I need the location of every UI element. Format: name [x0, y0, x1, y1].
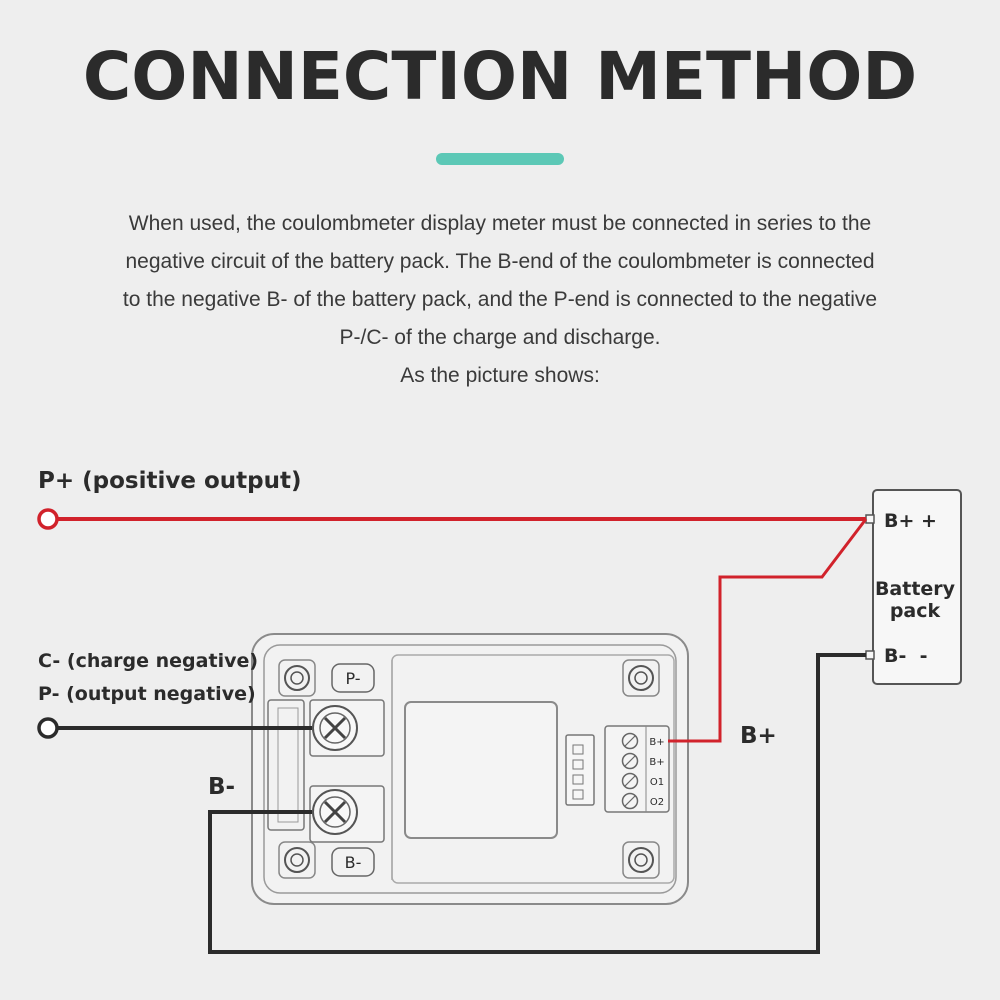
jst-connector: [565, 734, 595, 806]
description-line: to the negative B- of the battery pack, …: [122, 288, 878, 311]
p-plus-label: P+ (positive output): [38, 468, 301, 494]
description: When used, the coulombmeter display mete…: [60, 205, 940, 395]
p-terminal-screw-icon: [309, 699, 385, 757]
meter-b-terminal-label: B-: [345, 853, 362, 872]
title-accent-bar: [436, 153, 564, 165]
pin-label: B+: [649, 737, 664, 748]
c-minus-label: C- (charge negative): [38, 650, 258, 672]
mounting-screw-icon: [278, 841, 316, 879]
battery-bottom-terminal-label: B- -: [884, 645, 927, 667]
battery-name-line2: pack: [890, 600, 941, 622]
pin-label: O1: [650, 777, 664, 788]
pin-label: B+: [649, 757, 664, 768]
pin-label: O2: [650, 797, 664, 808]
b-terminal-screw-icon: [309, 785, 385, 843]
terminal-block: B+ B+ O1 O2: [604, 725, 670, 813]
positive-wire: [58, 517, 868, 743]
meter-b-terminal-tag: B-: [331, 847, 375, 877]
mounting-screw-icon: [622, 841, 660, 879]
p-minus-label: P- (output negative): [38, 683, 256, 705]
meter-p-terminal-tag: P-: [331, 663, 375, 693]
mounting-screw-icon: [278, 659, 316, 697]
description-line: As the picture shows:: [400, 364, 600, 387]
page-title: CONNECTION METHOD: [82, 38, 918, 115]
p-plus-terminal-icon: [37, 508, 59, 530]
battery-top-terminal-label: B+ +: [884, 510, 937, 532]
description-line: When used, the coulombmeter display mete…: [128, 212, 872, 235]
p-minus-terminal-icon: [37, 717, 59, 739]
description-line: negative circuit of the battery pack. Th…: [125, 250, 875, 273]
coulombmeter-body: B+ B+ O1 O2 P-: [251, 633, 689, 905]
negative-battery-wire: [208, 653, 866, 954]
b-plus-label: B+: [740, 723, 777, 749]
battery-name-line1: Battery: [875, 578, 956, 600]
description-line: P-/C- of the charge and discharge.: [339, 326, 661, 349]
b-minus-label: B-: [208, 774, 235, 800]
meter-p-terminal-label: P-: [345, 669, 360, 688]
battery-pack: B+ + Battery pack B- -: [865, 489, 962, 685]
mounting-screw-icon: [622, 659, 660, 697]
